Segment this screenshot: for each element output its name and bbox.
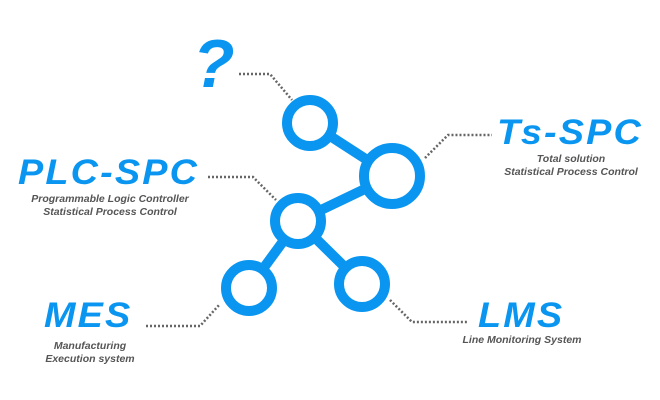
mes-title: MES — [44, 296, 133, 335]
node-ts-spc — [359, 143, 425, 209]
leader-question — [239, 72, 293, 101]
leader-plc-spc — [208, 175, 277, 201]
plc-spc-description: Programmable Logic Controller Statistica… — [20, 193, 200, 219]
ts-spc-line-2: Statistical Process Control — [504, 166, 638, 178]
plc-spc-line-2: Statistical Process Control — [43, 206, 177, 218]
node-question — [282, 95, 338, 151]
mes-line-1: Manufacturing — [53, 340, 127, 352]
leader-lms — [389, 299, 468, 324]
ts-spc-title: Ts-SPC — [497, 113, 643, 152]
node-lms — [334, 256, 390, 312]
node-mes — [221, 260, 277, 316]
plc-spc-line-1: Programmable Logic Controller — [31, 193, 189, 205]
lms-description: Line Monitoring System — [452, 334, 592, 347]
plc-spc-title: PLC-SPC — [18, 153, 200, 192]
leader-ts-spc — [424, 133, 492, 159]
leader-mes — [146, 303, 221, 328]
ts-spc-line-1: Total solution — [536, 153, 606, 165]
mes-line-2: Execution system — [45, 353, 135, 365]
node-plc-spc — [270, 193, 326, 249]
lms-line-1: Line Monitoring System — [462, 334, 582, 346]
lms-title: LMS — [478, 296, 565, 335]
question-mark-icon: ? — [193, 26, 235, 102]
ts-spc-description: Total solution Statistical Process Contr… — [491, 153, 651, 179]
mes-description: Manufacturing Execution system — [30, 340, 150, 366]
